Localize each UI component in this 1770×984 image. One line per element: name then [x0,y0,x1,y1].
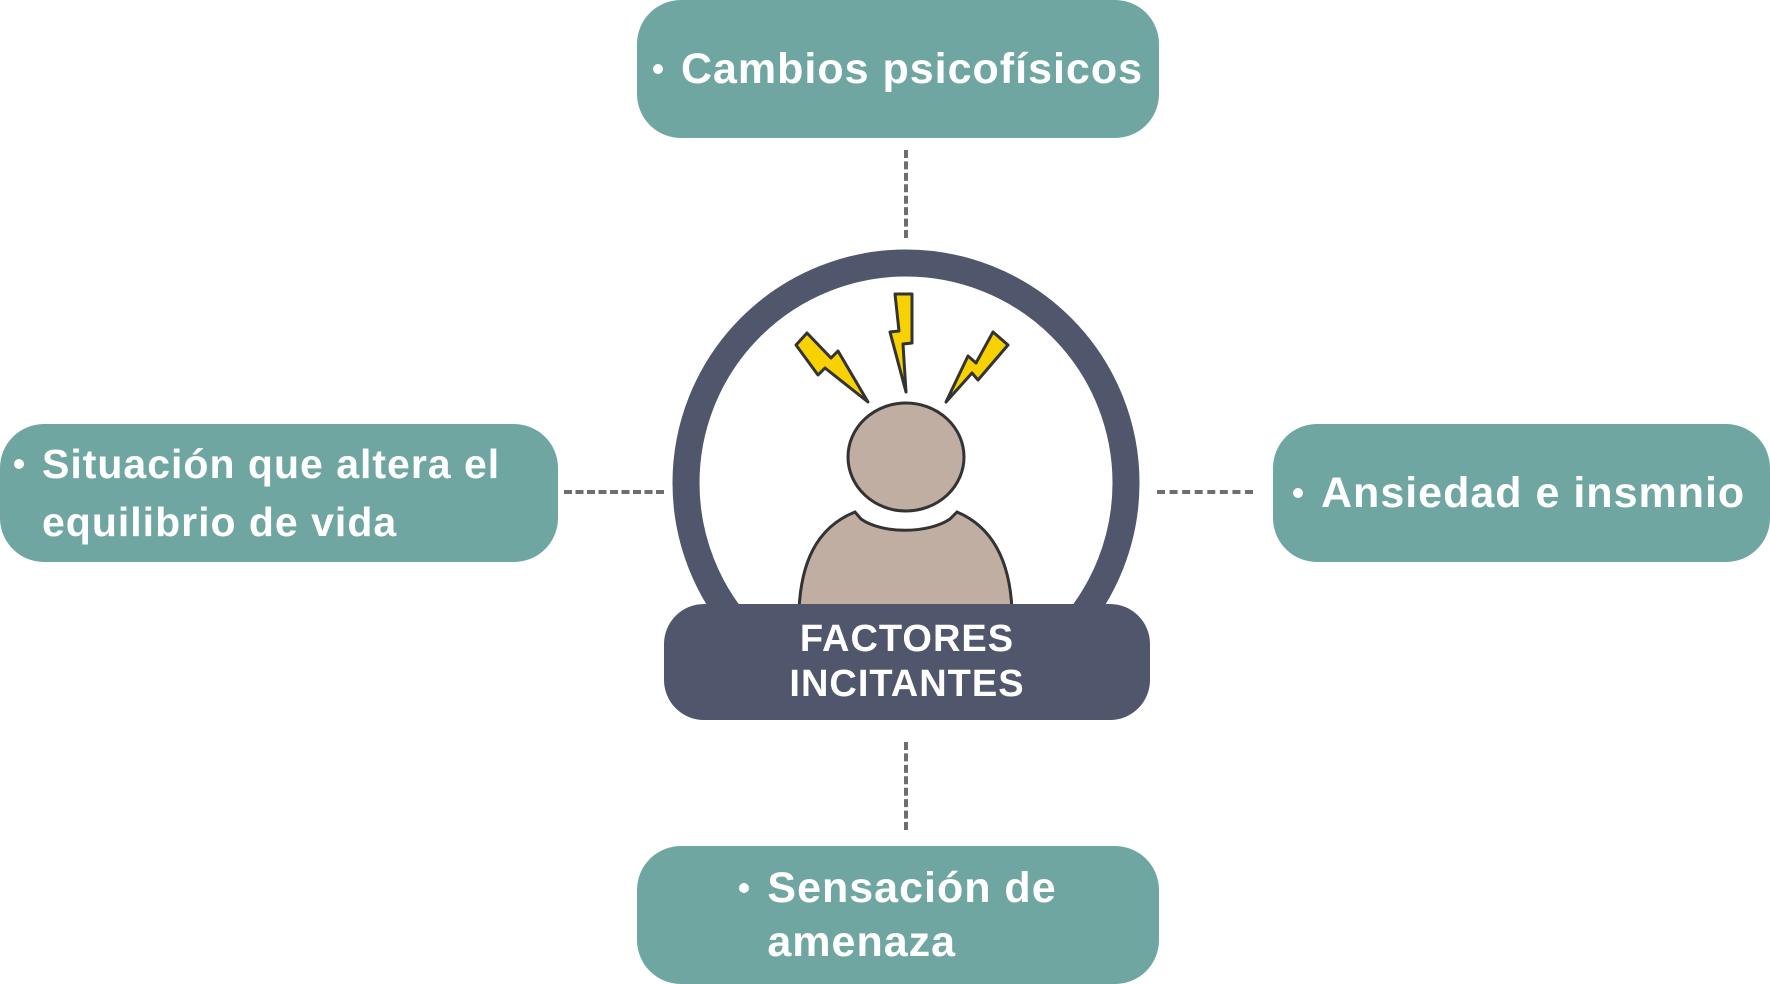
box-ansiedad: Ansiedad e insmnio [1273,424,1770,562]
person-head [846,401,966,513]
person-body [797,510,1014,612]
connector-top [904,150,908,238]
box-bottom-line1: Sensación de [767,864,1057,912]
box-left-text: Situación que altera el equilibrio de vi… [42,435,500,551]
lightning-left [794,331,870,404]
box-situacion: Situación que altera el equilibrio de vi… [0,424,558,562]
box-cambios-psicofisicos: Cambios psicofísicos [637,0,1159,138]
bullet-icon [14,459,24,469]
center-label-line2: INCITANTES [789,663,1025,705]
connector-right [1157,490,1253,494]
box-bottom-line2: amenaza [767,918,957,966]
connector-left [564,490,664,494]
lightning-right [944,330,1010,404]
box-top-text: Cambios psicofísicos [680,44,1144,93]
center-label: FACTORES INCITANTES [664,604,1150,720]
bullet-icon [1293,488,1303,498]
box-left-line1: Situación que altera el [42,441,501,487]
central-graphic [672,249,1140,717]
box-bottom-text: Sensación de amenaza [767,861,1056,969]
box-left-line2: equilibrio de vida [42,499,398,545]
box-sensacion-amenaza: Sensación de amenaza [637,846,1159,984]
person-icon [797,401,1014,612]
lightning-center [888,292,914,394]
box-right-text: Ansiedad e insmnio [1321,468,1746,517]
bullet-icon [652,64,663,74]
bullet-icon [739,883,750,893]
connector-bottom [904,742,908,830]
lightning-icon [794,292,1010,404]
center-label-line1: FACTORES [799,618,1015,660]
